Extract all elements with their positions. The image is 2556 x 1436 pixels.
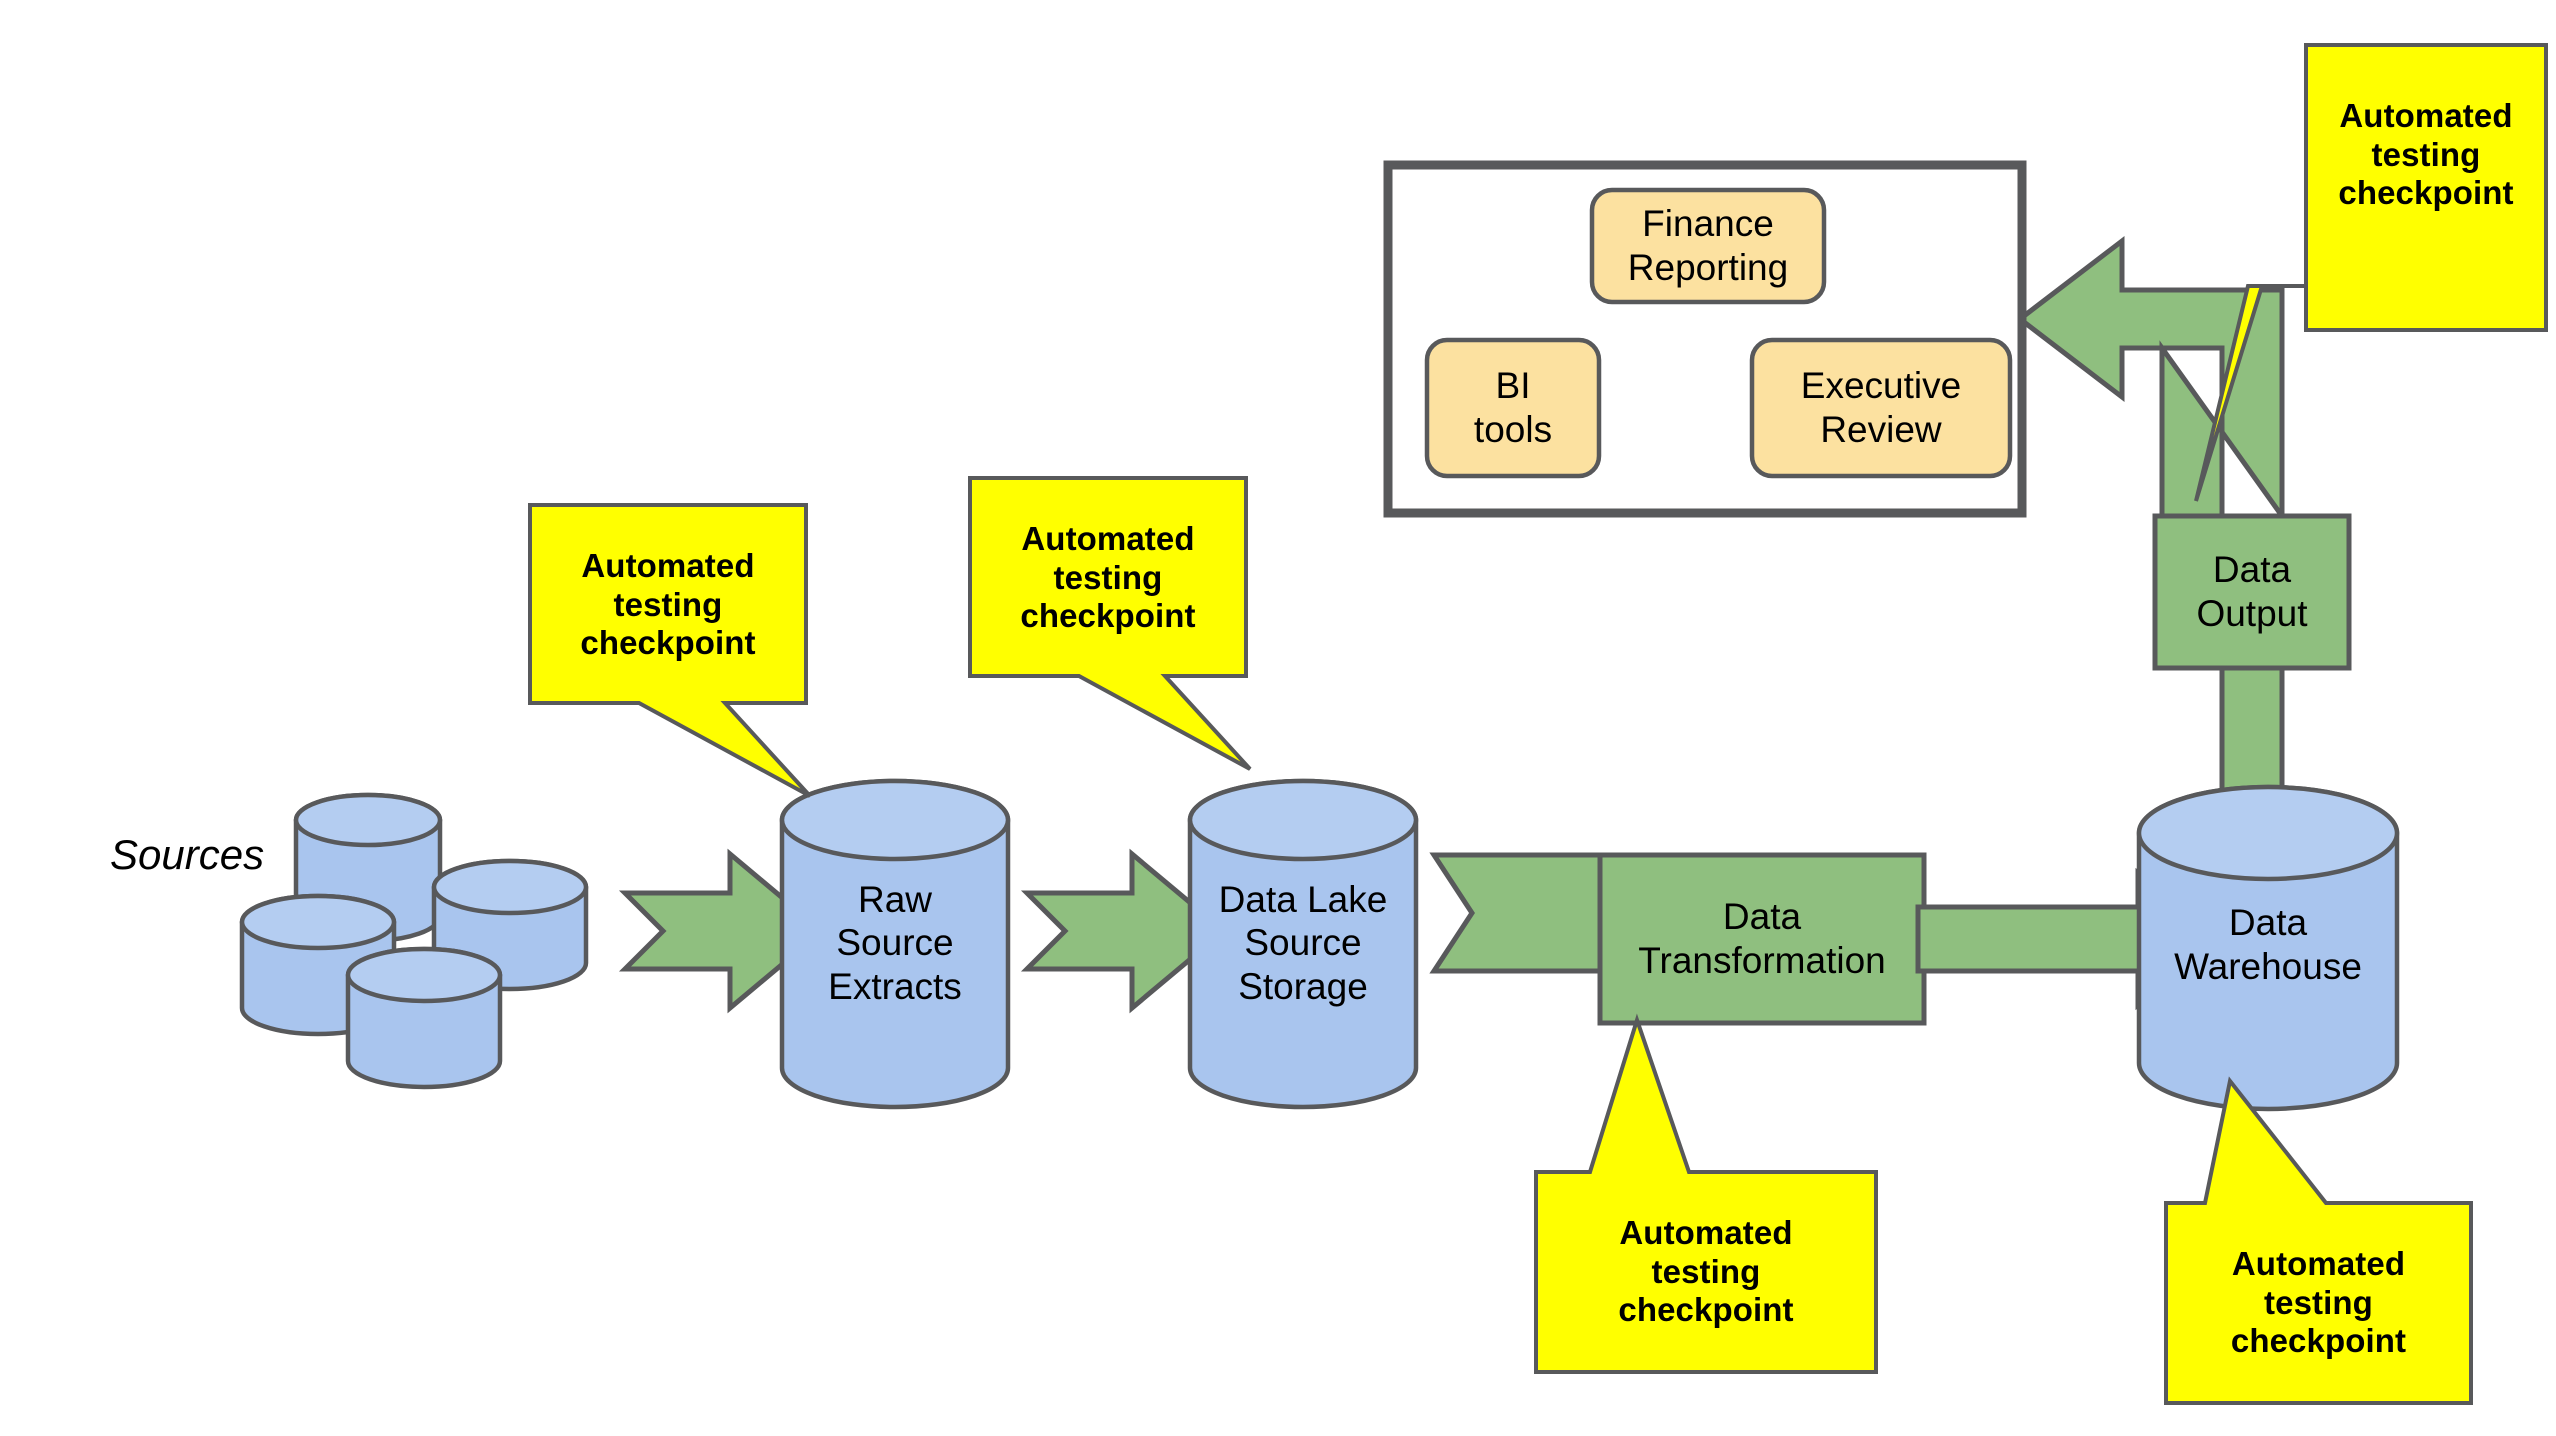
checkpoint-callout-data-warehouse xyxy=(2164,1076,2473,1405)
checkpoint-callout-data-output xyxy=(2194,43,2548,502)
stage-shape-data-lake-source-storage xyxy=(1187,778,1419,1110)
sources-cylinder-cluster xyxy=(239,792,589,1090)
consumer-item-bi-tools[interactable] xyxy=(1424,337,1602,479)
stage-shape-data-output xyxy=(2152,513,2352,671)
flow-arrow-sources-to-raw xyxy=(618,848,826,1014)
stage-shape-data-warehouse xyxy=(2136,784,2400,1112)
stage-shape-data-transformation xyxy=(1597,852,1927,1026)
consumer-item-finance-reporting[interactable] xyxy=(1589,187,1827,305)
checkpoint-callout-raw-source-extracts xyxy=(528,503,812,798)
flow-arrow-raw-to-lake xyxy=(1020,848,1228,1014)
checkpoint-callout-data-lake xyxy=(968,476,1252,771)
source-cylinder-front xyxy=(345,946,503,1090)
consumer-item-executive-review[interactable] xyxy=(1749,337,2013,479)
stage-shape-raw-source-extracts xyxy=(779,778,1011,1110)
checkpoint-callout-data-transformation xyxy=(1534,1013,1878,1374)
flow-arrow-lake-to-transformation xyxy=(1429,852,1609,974)
